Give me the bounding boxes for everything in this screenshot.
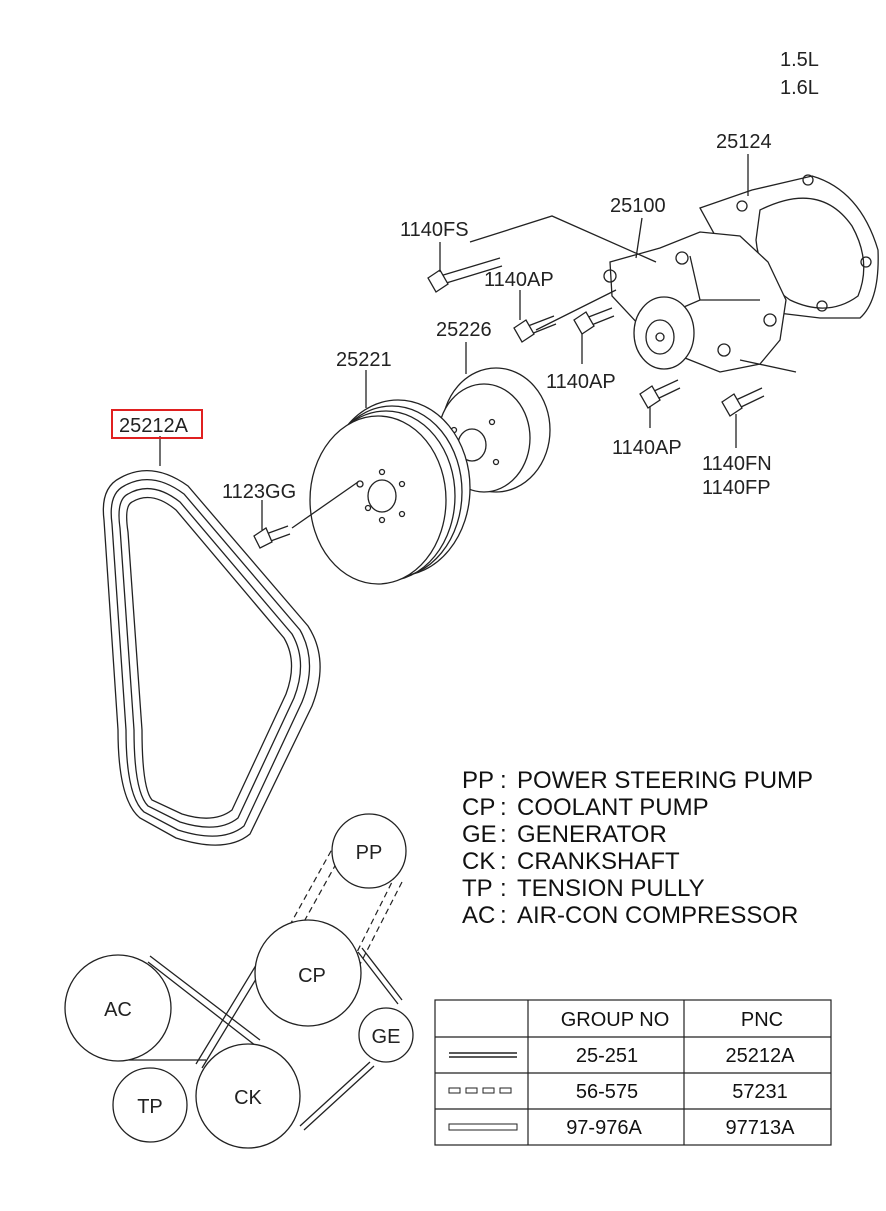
pulley-label-ac: AC [104, 999, 132, 1021]
label-25100: 25100 [610, 195, 666, 217]
label-25221: 25221 [336, 349, 392, 371]
label-25124: 25124 [716, 131, 772, 153]
pulley-ge [358, 1007, 414, 1063]
legend-code-ck: CK [462, 848, 495, 875]
label-25226: 25226 [436, 319, 492, 341]
table-row-0-group: 25-251 [576, 1045, 638, 1067]
bolt-1123GG [253, 525, 291, 549]
label-1140AP-1: 1140AP [484, 269, 554, 291]
legend-code-cp: CP [462, 794, 495, 821]
legend-desc-ge: GENERATOR [517, 821, 667, 848]
label-1140FP: 1140FP [702, 477, 771, 499]
pulley-label-cp: CP [298, 965, 326, 987]
legend-desc-tp: TENSION PULLY [517, 875, 705, 902]
pulley-label-ge: GE [372, 1026, 401, 1048]
legend-desc-ck: CRANKSHAFT [517, 848, 680, 875]
bolt-1140AP-lower [639, 379, 681, 409]
label-25212A[interactable]: 25212A [119, 415, 189, 437]
reference-table: GROUP NO PNC 25-251 25212A 56-575 57231 … [434, 999, 832, 1146]
pulley-ck [195, 1043, 301, 1149]
table-row-1-group: 56-575 [576, 1081, 638, 1103]
label-1140FN: 1140FN [702, 453, 772, 475]
table-row-2-group: 97-976A [566, 1117, 642, 1139]
leader-lines [159, 154, 797, 530]
label-1140AP-2: 1140AP [546, 371, 616, 393]
table-header-pnc: PNC [741, 1009, 783, 1031]
engine-label-1: 1.5L [780, 49, 819, 71]
pulley-cp [254, 919, 362, 1027]
legend-sep-ac: : [500, 902, 507, 929]
pulley-label-pp: PP [356, 842, 383, 864]
line-sample-double-solid [449, 1052, 517, 1058]
pulley-label-tp: TP [137, 1096, 163, 1118]
legend-code-tp: TP [462, 875, 493, 902]
table-header-group-no: GROUP NO [561, 1009, 670, 1031]
legend-code-ac: AC [462, 902, 495, 929]
belt-routing: PP CP AC GE CK TP [64, 813, 414, 1149]
bolt-1140AP-middle [573, 307, 615, 335]
label-1123GG: 1123GG [222, 481, 296, 503]
bolt-1140FS [427, 257, 503, 293]
table-row-1-pnc: 57231 [732, 1081, 788, 1103]
legend-desc-ac: AIR-CON COMPRESSOR [517, 902, 798, 929]
line-sample-hollow [448, 1123, 518, 1131]
legend-sep-cp: : [500, 794, 507, 821]
legend: PP : POWER STEERING PUMP CP : COOLANT PU… [462, 767, 813, 929]
pulley-label-ck: CK [234, 1087, 262, 1109]
crankshaft-pulley-25221 [309, 399, 471, 585]
highlight-box-25212A [111, 409, 203, 439]
legend-code-pp: PP [462, 767, 494, 794]
poly-v-belt-25212A [102, 470, 321, 846]
table-row-0-pnc: 25212A [726, 1045, 796, 1067]
engine-label-2: 1.6L [780, 77, 819, 99]
water-pump-25100 [603, 231, 787, 373]
label-1140AP-3: 1140AP [612, 437, 682, 459]
legend-sep-ck: : [500, 848, 507, 875]
legend-sep-tp: : [500, 875, 507, 902]
pulley-pp [331, 813, 407, 889]
pulley-tp [112, 1067, 188, 1143]
line-sample-dashed [448, 1087, 512, 1094]
bolt-1140FN [721, 387, 765, 417]
table-row-2-pnc: 97713A [726, 1117, 796, 1139]
pulley-ac [64, 954, 172, 1062]
legend-sep-pp: : [500, 767, 507, 794]
label-1140FS: 1140FS [400, 219, 469, 241]
bolt-1140AP-upper [513, 315, 557, 343]
legend-code-ge: GE [462, 821, 497, 848]
legend-desc-cp: COOLANT PUMP [517, 794, 709, 821]
legend-sep-ge: : [500, 821, 507, 848]
legend-desc-pp: POWER STEERING PUMP [517, 767, 813, 794]
